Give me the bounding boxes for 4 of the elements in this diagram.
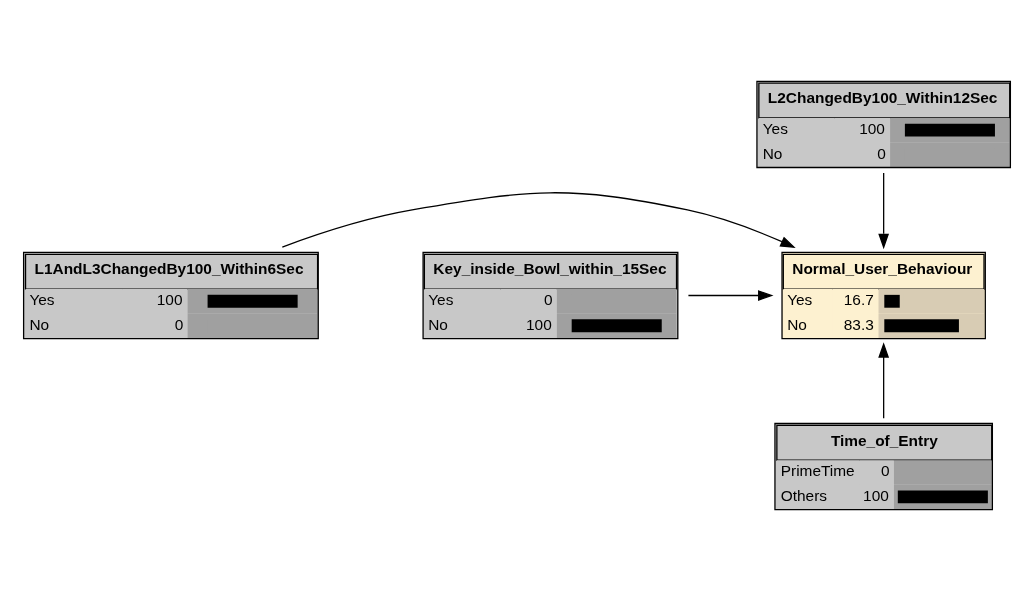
arrow (878, 171, 890, 249)
arrow (687, 289, 774, 301)
arrow (878, 341, 890, 419)
arrow (281, 191, 796, 248)
